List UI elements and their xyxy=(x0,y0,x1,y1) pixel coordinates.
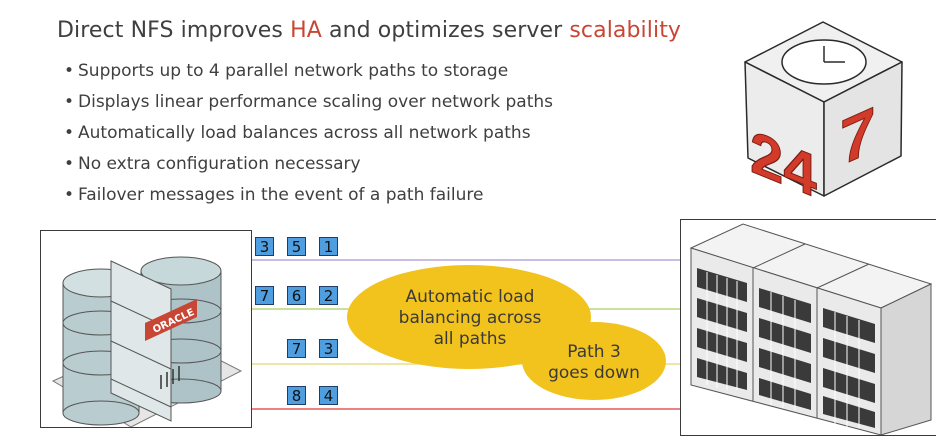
database-icon: ORACLE xyxy=(51,256,243,427)
packet: 3 xyxy=(255,237,274,256)
title-highlight-scalability: scalability xyxy=(569,18,682,43)
callout-line: Path 3 xyxy=(567,342,621,362)
packet: 4 xyxy=(319,386,338,405)
packet: 5 xyxy=(287,237,306,256)
callout-line: Automatic load xyxy=(405,287,535,307)
callout-line: balancing across xyxy=(398,308,542,328)
storage-server-panel xyxy=(680,219,936,436)
title-prefix: Direct NFS improves xyxy=(57,18,291,43)
cube-digits-right: 7 xyxy=(840,93,876,180)
path-failure-callout xyxy=(522,322,666,400)
load-balancing-text: Automatic load balancing across all path… xyxy=(370,287,570,350)
packet: 2 xyxy=(319,286,338,305)
packet: 7 xyxy=(287,339,306,358)
database-server-panel: ORACLE xyxy=(40,230,252,428)
packet: 3 xyxy=(319,339,338,358)
title-highlight-ha: HA xyxy=(290,18,322,43)
list-item: Automatically load balances across all n… xyxy=(64,118,553,149)
feature-list: Supports up to 4 parallel network paths … xyxy=(64,56,553,211)
list-item: Displays linear performance scaling over… xyxy=(64,87,553,118)
clock-icon xyxy=(781,39,867,85)
callout-line: goes down xyxy=(548,363,640,383)
packet: 1 xyxy=(319,237,338,256)
packet: 6 xyxy=(287,286,306,305)
page-title: Direct NFS improves HA and optimizes ser… xyxy=(57,18,681,43)
packet: 7 xyxy=(255,286,274,305)
list-item: No extra configuration necessary xyxy=(64,149,553,180)
list-item: Failover messages in the event of a path… xyxy=(64,180,553,211)
callout-line: all paths xyxy=(433,329,507,349)
oracle-logo-icon xyxy=(145,299,197,341)
load-balancing-callout xyxy=(347,265,591,369)
list-item: Supports up to 4 parallel network paths … xyxy=(64,56,553,87)
title-middle: and optimizes server xyxy=(321,18,570,43)
storage-rack-icon xyxy=(689,223,933,435)
packet: 8 xyxy=(287,386,306,405)
path-failure-text: Path 3 goes down xyxy=(534,342,654,384)
